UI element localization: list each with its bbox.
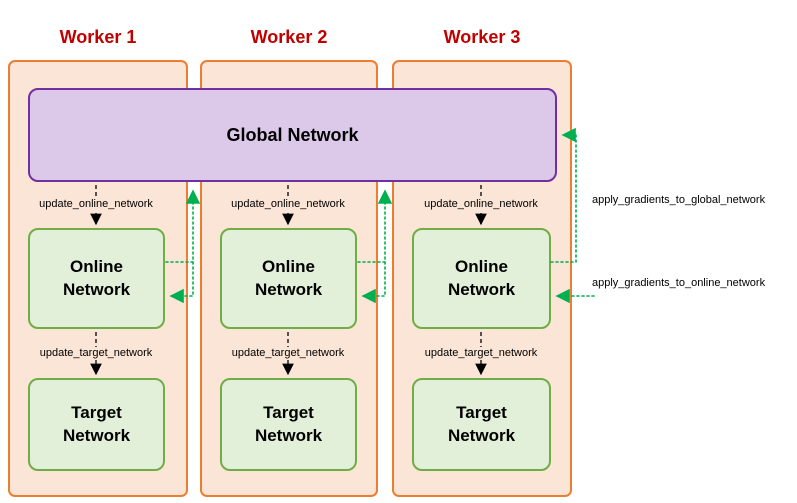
worker-3-update-online-label: update_online_network	[422, 198, 540, 210]
worker-2-online-network-box: Online Network	[220, 228, 357, 329]
worker-3-target-network-box: Target Network	[412, 378, 551, 471]
worker-1-update-online-label: update_online_network	[37, 198, 155, 210]
worker-1-target-network-box: Target Network	[28, 378, 165, 471]
apply-gradients-to-global-label: apply_gradients_to_global_network	[592, 194, 766, 206]
worker-2-target-network-box: Target Network	[220, 378, 357, 471]
worker-2-update-online-label: update_online_network	[229, 198, 347, 210]
worker-3-update-target-label: update_target_network	[422, 347, 540, 359]
apply-gradients-to-online-label: apply_gradients_to_online_network	[592, 277, 766, 289]
worker-2-update-target-label: update_target_network	[229, 347, 347, 359]
worker-1-update-target-label: update_target_network	[37, 347, 155, 359]
worker-2-title: Worker 2	[250, 27, 328, 47]
worker-3-online-network-box: Online Network	[412, 228, 551, 329]
worker-1-online-network-box: Online Network	[28, 228, 165, 329]
worker-1-title: Worker 1	[59, 27, 137, 47]
global-network-box: Global Network	[28, 88, 557, 182]
worker-3-title: Worker 3	[443, 27, 521, 47]
